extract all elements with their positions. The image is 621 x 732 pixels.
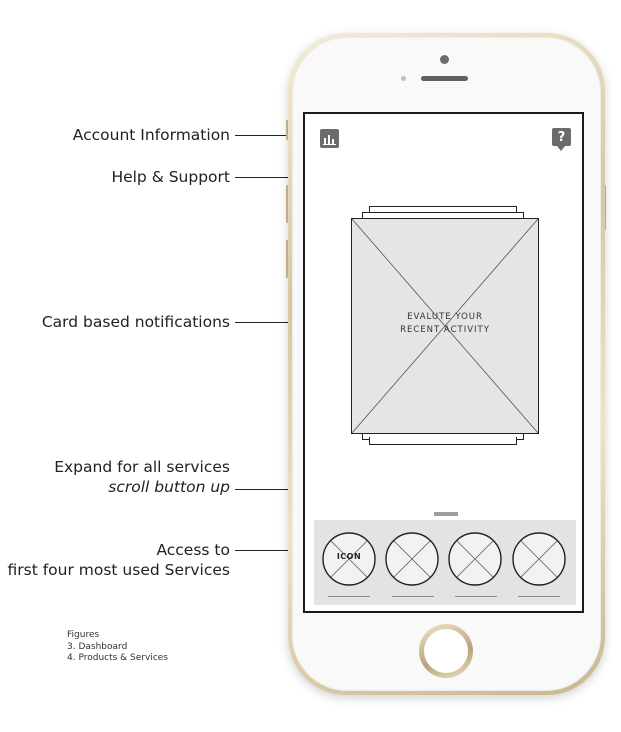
annotation-expand-text: Expand for all services	[54, 458, 230, 476]
bar-chart-icon	[323, 134, 336, 145]
card-message-line1: EVALUTE YOUR	[407, 312, 483, 322]
annotation-help-support: Help & Support	[111, 167, 230, 187]
annotation-access-services: Access to first four most used Services	[7, 540, 230, 580]
card-message: EVALUTE YOUR RECENT ACTIVITY	[352, 311, 538, 337]
service-label-line-1	[328, 596, 370, 597]
service-placeholder-icon	[322, 532, 376, 586]
image-placeholder-icon	[352, 219, 538, 433]
earpiece-speaker	[421, 76, 468, 81]
service-placeholder-icon	[448, 532, 502, 586]
card-stack-back-2	[369, 206, 517, 215]
service-label-line-4	[518, 596, 560, 597]
service-placeholder-icon	[385, 532, 439, 586]
card-stack-back-1	[362, 212, 524, 221]
leader-line-account	[235, 135, 316, 136]
annotation-account-information: Account Information	[73, 125, 230, 145]
leader-line-access	[235, 550, 309, 551]
annotation-access-text: Access to	[156, 541, 230, 559]
expand-services-handle[interactable]	[434, 512, 458, 516]
card-message-line2: RECENT ACTIVITY	[400, 325, 490, 335]
home-button[interactable]	[419, 624, 473, 678]
figures-item-dashboard: 3. Dashboard	[67, 641, 128, 652]
annotation-expand-services: Expand for all services scroll button up	[54, 457, 230, 497]
question-mark-icon: ?	[557, 129, 566, 145]
notification-card[interactable]: EVALUTE YOUR RECENT ACTIVITY	[351, 218, 539, 434]
service-icon-3[interactable]	[448, 532, 502, 586]
phone-side-button	[286, 120, 289, 140]
annotation-help-text: Help & Support	[111, 168, 230, 186]
service-icon-2[interactable]	[385, 532, 439, 586]
annotation-scroll-text: scroll button up	[108, 478, 230, 496]
figures-caption: Figures 3. Dashboard 4. Products & Servi…	[67, 630, 168, 665]
phone-volume-up	[286, 185, 289, 223]
annotation-account-text: Account Information	[72, 126, 230, 144]
figures-item-products: 4. Products & Services	[67, 653, 168, 663]
card-stack-under-2	[369, 437, 517, 445]
account-info-button[interactable]	[320, 129, 339, 148]
annotation-access-text-2: first four most used Services	[7, 561, 230, 579]
service-label-line-2	[392, 596, 434, 597]
front-camera	[440, 55, 449, 64]
service-icon-4[interactable]	[512, 532, 566, 586]
service-placeholder-icon	[512, 532, 566, 586]
proximity-sensor	[401, 76, 406, 81]
service-icon-1[interactable]: ICON	[322, 532, 376, 586]
service-label: ICON	[336, 552, 362, 561]
service-label-line-3	[455, 596, 497, 597]
annotation-card-notifications: Card based notifications	[42, 312, 230, 332]
help-support-button[interactable]: ?	[552, 128, 571, 146]
phone-volume-down	[286, 240, 289, 278]
help-bubble-tail	[557, 146, 565, 151]
figures-title: Figures	[67, 630, 100, 640]
annotation-cards-text: Card based notifications	[41, 313, 230, 331]
